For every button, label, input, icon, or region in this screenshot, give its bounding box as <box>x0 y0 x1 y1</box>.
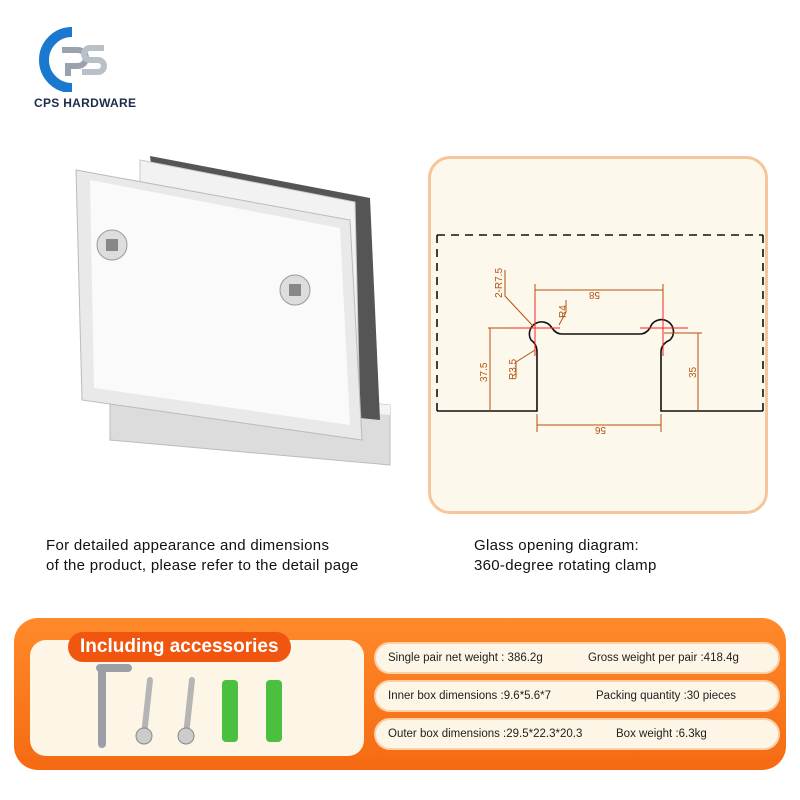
wall-plug-icon <box>222 680 238 742</box>
diagram-caption: Glass opening diagram: 360-degree rotati… <box>474 536 657 576</box>
label-35: 35 <box>688 366 699 378</box>
brand-logo <box>32 26 108 93</box>
wall-plug-icon <box>266 680 282 742</box>
spec-box-weight: Box weight :6.3kg <box>616 728 707 740</box>
screw-icon <box>183 677 195 738</box>
spec-row: Inner box dimensions :9.6*5.6*7 Packing … <box>374 680 780 712</box>
label-r4: R4 <box>558 305 569 318</box>
allen-key-icon <box>96 664 132 748</box>
spec-net-weight: Single pair net weight : 386.2g <box>388 652 543 664</box>
accessories-image <box>96 664 282 748</box>
glass-opening-diagram-card <box>428 156 768 514</box>
spec-row: Single pair net weight : 386.2g Gross we… <box>374 642 780 674</box>
spec-packing-quantity: Packing quantity :30 pieces <box>596 690 737 702</box>
label-r3-5: R3.5 <box>508 358 519 380</box>
caption-line: For detailed appearance and dimensions <box>46 537 330 554</box>
product-caption: For detailed appearance and dimensions o… <box>46 536 359 576</box>
label-2-r7-5: 2-R7.5 <box>494 268 505 298</box>
caption-line: Glass opening diagram: <box>474 537 640 554</box>
label-37-5: 37.5 <box>479 362 490 382</box>
spec-row: Outer box dimensions :29.5*22.3*20.3 Box… <box>374 718 780 750</box>
caption-line: of the product, please refer to the deta… <box>46 557 359 574</box>
brand-name: CPS HARDWARE <box>34 96 137 110</box>
product-image-hinge <box>70 150 400 470</box>
screw-icon <box>141 677 153 738</box>
spec-outer-box: Outer box dimensions :29.5*22.3*20.3 <box>388 728 583 740</box>
spec-inner-box: Inner box dimensions :9.6*5.6*7 <box>388 690 552 702</box>
label-58: 58 <box>588 289 600 300</box>
label-56: 56 <box>594 424 606 435</box>
caption-line: 360-degree rotating clamp <box>474 557 657 574</box>
accessories-title: Including accessories <box>68 632 291 662</box>
spec-gross-weight: Gross weight per pair :418.4g <box>588 652 739 664</box>
